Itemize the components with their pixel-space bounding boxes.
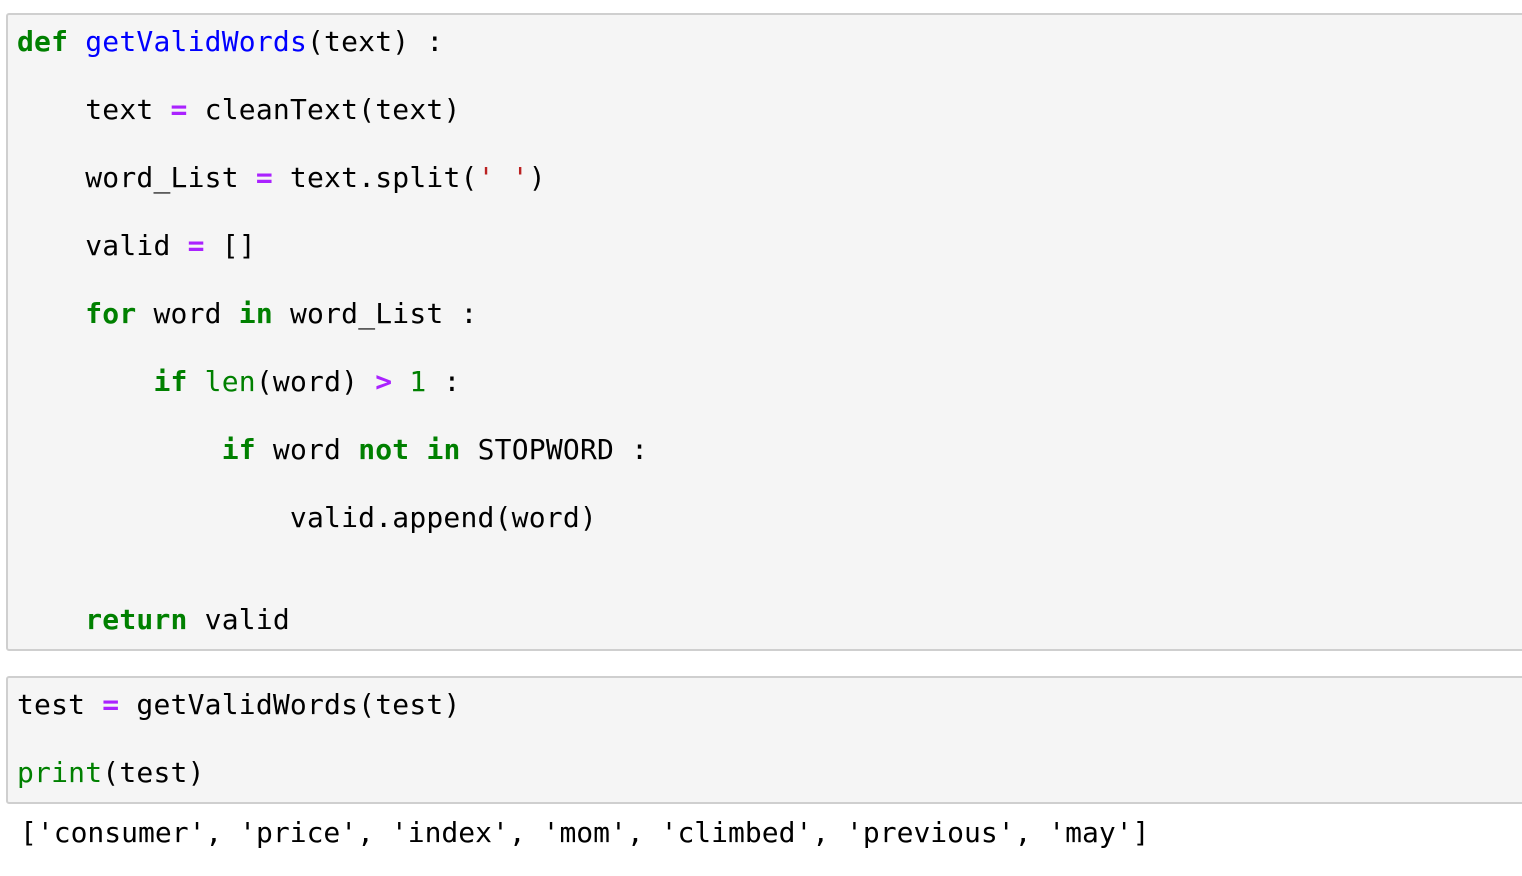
code-line-8: valid.append(word): [17, 501, 597, 535]
keyword: return: [85, 603, 188, 636]
operator: =: [187, 229, 205, 262]
code-text: valid: [187, 603, 290, 636]
number-literal: 1: [409, 365, 427, 398]
keyword: if: [153, 365, 188, 398]
code-text: STOPWORD :: [460, 433, 649, 466]
code-line-5: for word in word_List :: [17, 297, 478, 331]
code-text: [17, 297, 85, 330]
function-name: getValidWords: [85, 25, 307, 58]
code-text: valid: [17, 229, 188, 262]
code-text: [68, 25, 85, 58]
code-line-7: if word not in STOPWORD :: [17, 433, 648, 467]
cell-output: ['consumer', 'price', 'index', 'mom', 'c…: [20, 816, 1150, 849]
code-text: []: [204, 229, 256, 262]
code-text: (test): [102, 756, 205, 789]
operator: =: [255, 161, 273, 194]
code-text: word: [136, 297, 239, 330]
operator: >: [375, 365, 393, 398]
code-line-6: if len(word) > 1 :: [17, 365, 461, 399]
keyword: in: [426, 433, 461, 466]
builtin-function: print: [17, 756, 103, 789]
code-text: [17, 365, 153, 398]
code-text: word_List :: [272, 297, 478, 330]
code-line-1: def getValidWords(text) :: [17, 25, 443, 59]
code-text: :: [426, 365, 461, 398]
code-text: (text) :: [307, 25, 444, 58]
code-text: cleanText(text): [187, 93, 461, 126]
code-text: (word): [255, 365, 376, 398]
keyword: def: [17, 25, 69, 58]
code-text: valid.append(word): [17, 501, 597, 534]
builtin-function: len: [204, 365, 256, 398]
code-text: [188, 365, 205, 398]
code-text: text: [17, 93, 171, 126]
code-text: text.split(: [272, 161, 478, 194]
string-literal: ' ': [477, 161, 529, 194]
keyword: in: [238, 297, 273, 330]
code-text: word: [255, 433, 359, 466]
keyword: not: [358, 433, 410, 466]
operator: =: [170, 93, 188, 126]
keyword: if: [221, 433, 256, 466]
code-text: getValidWords(test): [119, 688, 461, 721]
code-line-2: text = cleanText(text): [17, 93, 461, 127]
code-line-9: return valid: [17, 603, 290, 637]
code-text: [409, 433, 426, 466]
code-text: [392, 365, 409, 398]
code-line-1: test = getValidWords(test): [17, 688, 461, 722]
code-text: word_List: [17, 161, 256, 194]
keyword: for: [85, 297, 137, 330]
code-text: [17, 603, 85, 636]
code-cell-call[interactable]: test = getValidWords(test) print(test): [6, 676, 1522, 804]
code-cell-definition[interactable]: def getValidWords(text) : text = cleanTe…: [6, 13, 1522, 651]
code-line-2: print(test): [17, 756, 205, 790]
code-line-4: valid = []: [17, 229, 256, 263]
code-text: ): [528, 161, 546, 194]
operator: =: [102, 688, 120, 721]
code-text: [17, 433, 222, 466]
code-line-3: word_List = text.split(' '): [17, 161, 546, 195]
code-text: test: [17, 688, 103, 721]
